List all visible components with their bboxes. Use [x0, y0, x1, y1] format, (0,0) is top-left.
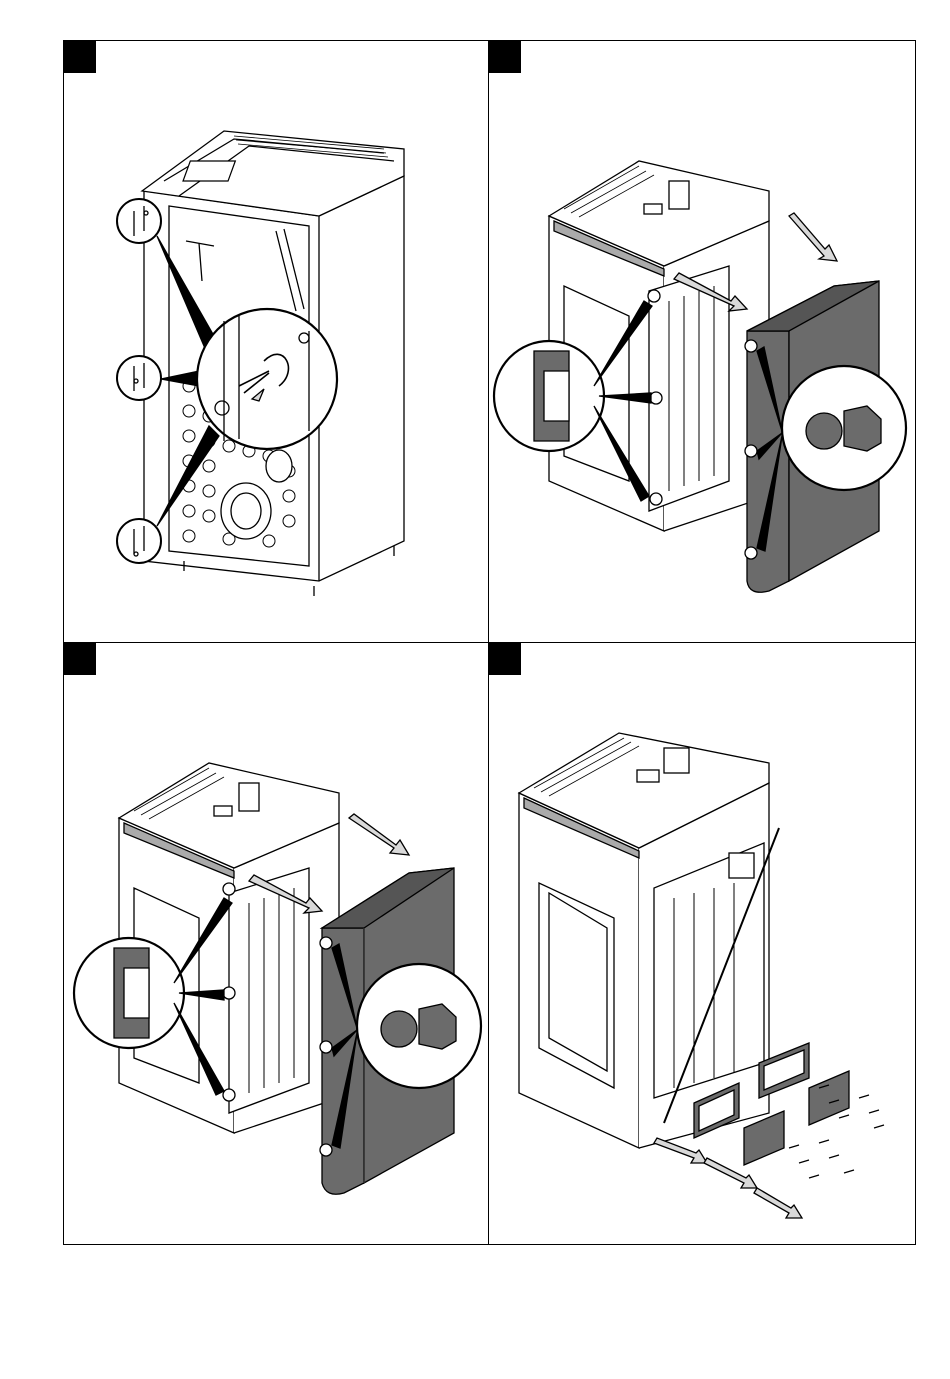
- instruction-sheet: [63, 40, 916, 1245]
- step-4-panel: [489, 643, 915, 1244]
- step-4-illustration: [489, 643, 915, 1244]
- step-1-panel: [64, 41, 489, 643]
- step-1-illustration: [64, 41, 489, 643]
- step-3-panel: [64, 643, 489, 1244]
- step-2-panel: [489, 41, 915, 643]
- step-3-illustration: [64, 643, 489, 1244]
- step-2-illustration: [489, 41, 915, 643]
